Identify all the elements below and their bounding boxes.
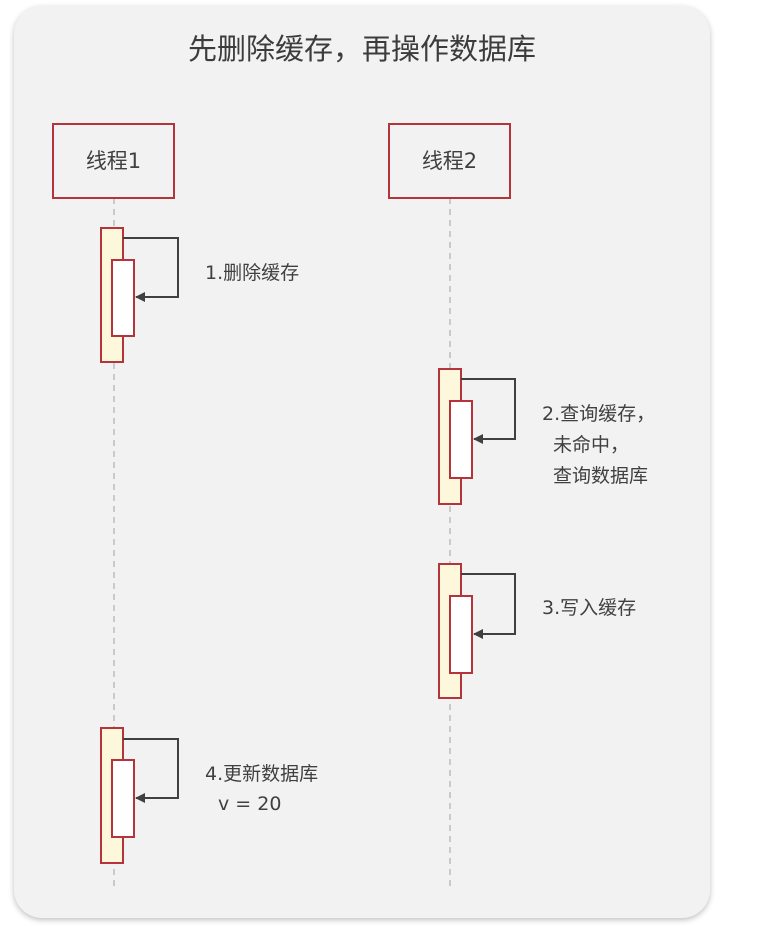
- step-1-label: 1.删除缓存: [205, 262, 299, 284]
- step-1-self-arrow: [123, 237, 179, 302]
- step-1-line-1: 1.删除缓存: [205, 262, 299, 284]
- step-4-line-2: v = 20: [218, 793, 281, 815]
- step-2-self-arrow: [461, 378, 516, 444]
- thread-1-label: 线程1: [86, 149, 141, 173]
- step-3-label: 3.写入缓存: [542, 597, 636, 619]
- thread-2-label: 线程2: [422, 149, 477, 173]
- step-4-activation: [100, 727, 135, 864]
- thread-2-box: 线程2: [388, 123, 511, 199]
- step-3-activation: [438, 563, 473, 699]
- diagram-title: 先删除缓存，再操作数据库: [187, 32, 536, 66]
- step-4-line-1: 4.更新数据库: [205, 763, 318, 785]
- step-2-line-1: 2.查询缓存，: [542, 403, 655, 425]
- step-4-self-arrow: [123, 738, 179, 803]
- step-3-line-1: 3.写入缓存: [542, 597, 636, 619]
- step-2-activation: [438, 368, 473, 505]
- step-1-activation: [100, 227, 135, 363]
- step-4-label: 4.更新数据库 v = 20: [205, 763, 324, 815]
- step-3-self-arrow: [461, 573, 516, 639]
- thread-1-box: 线程1: [52, 123, 175, 199]
- step-2-line-2: 未命中，: [553, 434, 629, 456]
- step-2-label: 2.查询缓存， 未命中， 查询数据库: [542, 403, 661, 487]
- step-2-line-3: 查询数据库: [553, 465, 648, 487]
